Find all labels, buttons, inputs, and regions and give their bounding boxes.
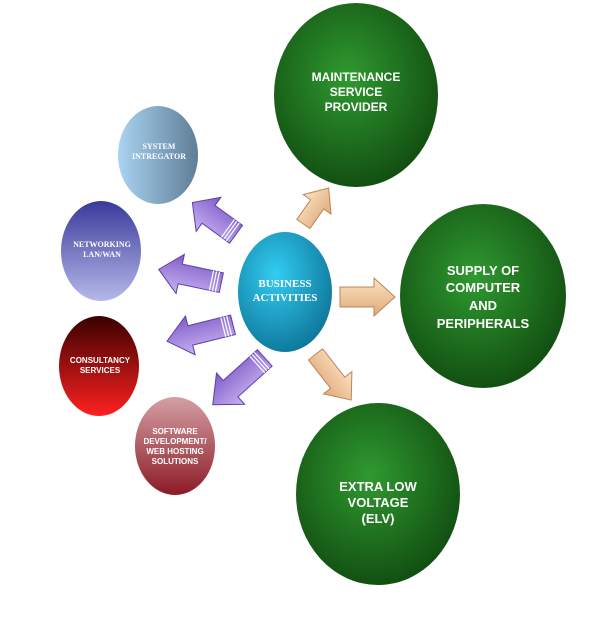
maintenance-label: MAINTENANCE SERVICE PROVIDER: [311, 69, 401, 114]
software-node: [135, 397, 215, 495]
center-label: BUSINESS ACTIVITIES: [252, 278, 318, 304]
arrow-to-system-integrator: [191, 196, 244, 244]
elv-node: [296, 403, 460, 585]
arrow-to-supply: [339, 276, 396, 318]
maintenance-node: [274, 3, 438, 187]
consultancy-label: CONSULTANCY SERVICES: [69, 356, 131, 375]
networking-label: NETWORKING LAN/WAN: [73, 240, 131, 259]
supply-node: [400, 204, 566, 388]
elv-label: EXTRA LOW VOLTAGE (ELV): [339, 478, 417, 527]
business-activities-node: [238, 232, 332, 352]
consultancy-node: [59, 316, 139, 416]
networking-node: [61, 201, 141, 301]
arrow-to-elv: [307, 348, 353, 401]
arrow-to-software: [212, 349, 273, 406]
arrow-to-networking: [157, 253, 224, 295]
arrow-to-consultancy: [166, 314, 237, 356]
software-label: SOFTWARE DEVELOPMENT/ WEB HOSTING SOLUTI…: [143, 427, 207, 466]
supply-label: SUPPLY OF COMPUTER AND PERIPHERALS: [436, 262, 530, 331]
system-integrator-label: SYSTEM INTREGATOR: [132, 142, 186, 161]
arrow-to-maintenance: [296, 187, 332, 230]
system-integrator-node: [118, 106, 198, 204]
